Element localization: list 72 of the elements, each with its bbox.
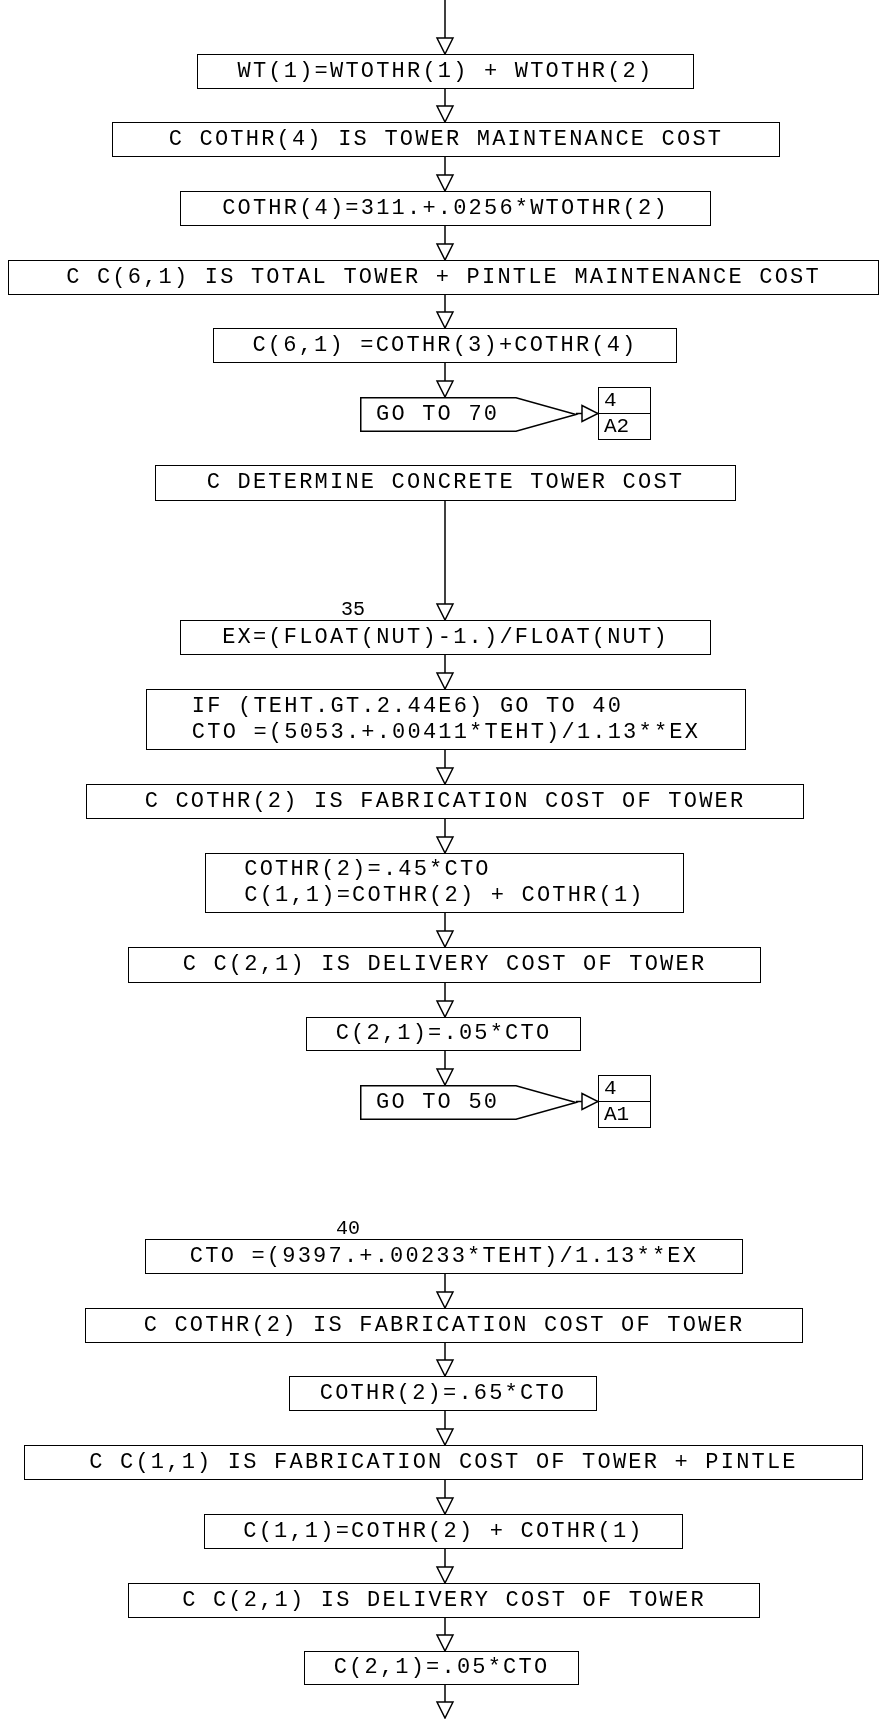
process-box — [289, 1376, 597, 1411]
flow-arrow — [436, 654, 454, 690]
statement-text: C(6,1) =COTHR(3)+COTHR(4) — [252, 334, 638, 357]
process-box — [205, 853, 684, 913]
goto-statement: GO TO 70 — [376, 403, 500, 426]
process-box — [304, 1651, 579, 1685]
process-box — [204, 1514, 683, 1549]
offpage-connector-box — [598, 1075, 651, 1128]
process-box — [306, 1017, 581, 1051]
statement-text: COTHR(4)=311.+.0256*WTOTHR(2) — [222, 197, 669, 220]
comment-box — [8, 260, 879, 295]
flow-arrow — [436, 225, 454, 261]
flow-arrow — [436, 362, 454, 398]
connector-reference: A1 — [603, 1102, 631, 1127]
connector-reference: 4 — [599, 1076, 650, 1102]
comment-box — [155, 465, 736, 501]
flow-arrow — [436, 818, 454, 854]
connector-reference: A2 — [603, 414, 631, 439]
process-box — [180, 191, 711, 226]
flow-arrow — [436, 1050, 454, 1086]
goto-pentagon — [360, 397, 576, 432]
flow-arrow — [436, 88, 454, 123]
flow-arrow — [436, 500, 454, 621]
comment-box — [24, 1445, 863, 1480]
offpage-connector-box — [598, 387, 651, 440]
statement-text: CTO =(5053.+.00411*TEHT)/1.13**EX — [191, 721, 701, 744]
statement-number: 35 — [341, 600, 365, 620]
flow-arrow — [436, 1273, 454, 1309]
statement-text: COTHR(2)=.45*CTO — [244, 859, 491, 881]
comment-text: C DETERMINE CONCRETE TOWER COST — [206, 472, 685, 494]
flow-arrow — [436, 982, 454, 1018]
statement-text: C(1,1)=COTHR(2) + COTHR(1) — [244, 885, 645, 907]
process-box — [213, 328, 677, 363]
statement-text: IF (TEHT.GT.2.44E6) GO TO 40 — [191, 695, 624, 718]
comment-box — [86, 784, 804, 819]
flow-arrow — [436, 1479, 454, 1515]
flow-arrow — [436, 0, 454, 55]
comment-box — [128, 947, 761, 983]
comment-box — [128, 1583, 760, 1618]
flow-arrow — [436, 156, 454, 192]
comment-text: C COTHR(2) IS FABRICATION COST OF TOWER — [143, 1314, 745, 1337]
process-box — [197, 54, 694, 89]
comment-text: C COTHR(2) IS FABRICATION COST OF TOWER — [144, 790, 746, 813]
statement-text: WT(1)=WTOTHR(1) + WTOTHR(2) — [237, 60, 654, 83]
flow-arrow — [436, 294, 454, 329]
flow-arrow — [575, 1092, 599, 1111]
statement-text: C(1,1)=COTHR(2) + COTHR(1) — [243, 1520, 644, 1543]
comment-text: C COTHR(4) IS TOWER MAINTENANCE COST — [168, 128, 724, 151]
statement-text: CTO =(9397.+.00233*TEHT)/1.13**EX — [189, 1245, 699, 1268]
statement-text: C(2,1)=.05*CTO — [335, 1023, 552, 1045]
comment-box — [85, 1308, 803, 1343]
flow-arrow — [436, 1410, 454, 1446]
flow-arrow — [436, 912, 454, 948]
statement-text: EX=(FLOAT(NUT)-1.)/FLOAT(NUT) — [222, 626, 669, 649]
statement-number: 40 — [336, 1219, 360, 1239]
comment-text: C C(6,1) IS TOTAL TOWER + PINTLE MAINTENANCE COST — [66, 266, 821, 289]
flow-arrow — [436, 1684, 454, 1719]
flow-arrow — [436, 1617, 454, 1652]
goto-statement: GO TO 50 — [376, 1091, 500, 1114]
flow-arrow — [575, 404, 599, 423]
statement-text: COTHR(2)=.65*CTO — [319, 1382, 567, 1405]
statement-text: C(2,1)=.05*CTO — [333, 1657, 550, 1679]
flow-arrow — [436, 1342, 454, 1377]
comment-box — [112, 122, 780, 157]
flow-arrow — [436, 749, 454, 785]
comment-text: C C(2,1) IS DELIVERY COST OF TOWER — [182, 954, 707, 976]
process-box — [146, 689, 746, 750]
flow-arrow — [436, 1548, 454, 1584]
comment-text: C C(1,1) IS FABRICATION COST OF TOWER + PINTLE — [89, 1451, 798, 1474]
goto-pentagon — [360, 1085, 576, 1120]
connector-reference: 4 — [599, 388, 650, 414]
comment-text: C C(2,1) IS DELIVERY COST OF TOWER — [182, 1589, 706, 1612]
